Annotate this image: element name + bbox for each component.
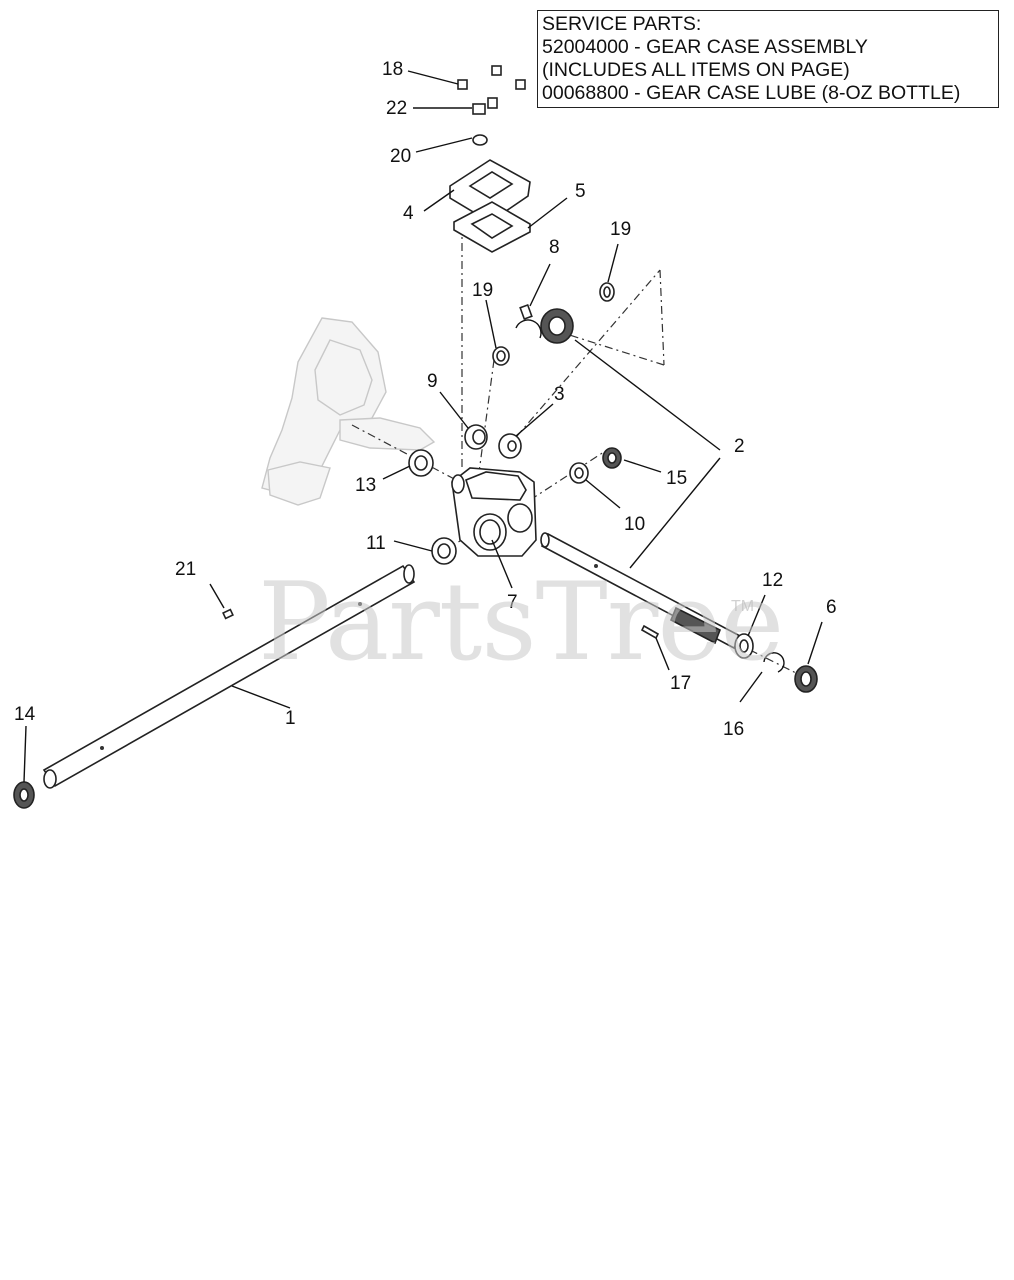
callout-19b: 19 [610,219,631,240]
callout-22: 22 [386,98,407,119]
callout-8: 8 [549,237,560,258]
callout-1: 1 [285,708,296,729]
part-2-worm-shaft [540,532,742,650]
part-19-washer-a [492,346,510,366]
service-parts-heading: SERVICE PARTS: [542,13,702,35]
part-8-key [515,303,542,339]
part-22-screw [472,97,498,115]
callout-16: 16 [723,719,744,740]
part-1-auger-shaft [42,564,416,789]
part-20-washer [472,134,488,146]
callout-19a: 19 [472,280,493,301]
part-19-washer-b [599,282,615,302]
callout-15: 15 [666,468,687,489]
auger-housing-ghost [261,317,436,506]
callout-6: 6 [826,597,837,618]
callout-18: 18 [382,59,403,80]
callout-13: 13 [355,475,376,496]
partstree-watermark: PartsTree [258,560,784,685]
callout-21: 21 [175,559,196,580]
part-9-bushing [464,424,488,450]
callout-2: 2 [734,436,745,457]
part-11-bearing [431,537,457,565]
part-15-seal [602,447,622,469]
leader-lines [23,70,823,783]
callout-17: 17 [670,673,691,694]
service-part-gear-case-assembly: 52004000 - GEAR CASE ASSEMBLY [542,36,868,58]
callout-20: 20 [390,146,411,167]
callout-3: 3 [554,384,565,405]
part-10-bearing [569,462,589,484]
callout-11: 11 [366,533,386,554]
part-5-gasket [453,201,531,253]
service-parts-box: SERVICE PARTS: 52004000 - GEAR CASE ASSE… [537,10,999,108]
callout-12: 12 [762,570,783,591]
service-part-includes-note: (INCLUDES ALL ITEMS ON PAGE) [542,59,850,81]
part-6-end-cap [794,665,818,693]
part-3-washer [498,433,522,459]
part-7-gear-case [451,467,537,557]
part-4-cover [449,159,531,223]
part-21-key [222,608,234,620]
part-13-bearing [408,449,434,477]
callout-7: 7 [507,592,518,613]
callout-5: 5 [575,181,586,202]
callout-14: 14 [14,704,36,725]
part-2-worm-gear [540,308,574,344]
service-part-gear-case-lube: 00068800 - GEAR CASE LUBE (8-OZ BOTTLE) [542,82,961,104]
callout-numbers: 1 2 3 4 5 6 7 8 9 10 11 12 13 14 15 16 1… [14,59,837,740]
part-18-bolt [457,65,526,90]
watermark-trademark: TM [731,598,755,615]
callout-9: 9 [427,371,438,392]
part-14-nut [13,781,35,809]
part-16-snap-ring [763,652,785,673]
callout-4: 4 [403,203,414,224]
part-12-bearing [734,633,754,659]
callout-10: 10 [624,514,645,535]
